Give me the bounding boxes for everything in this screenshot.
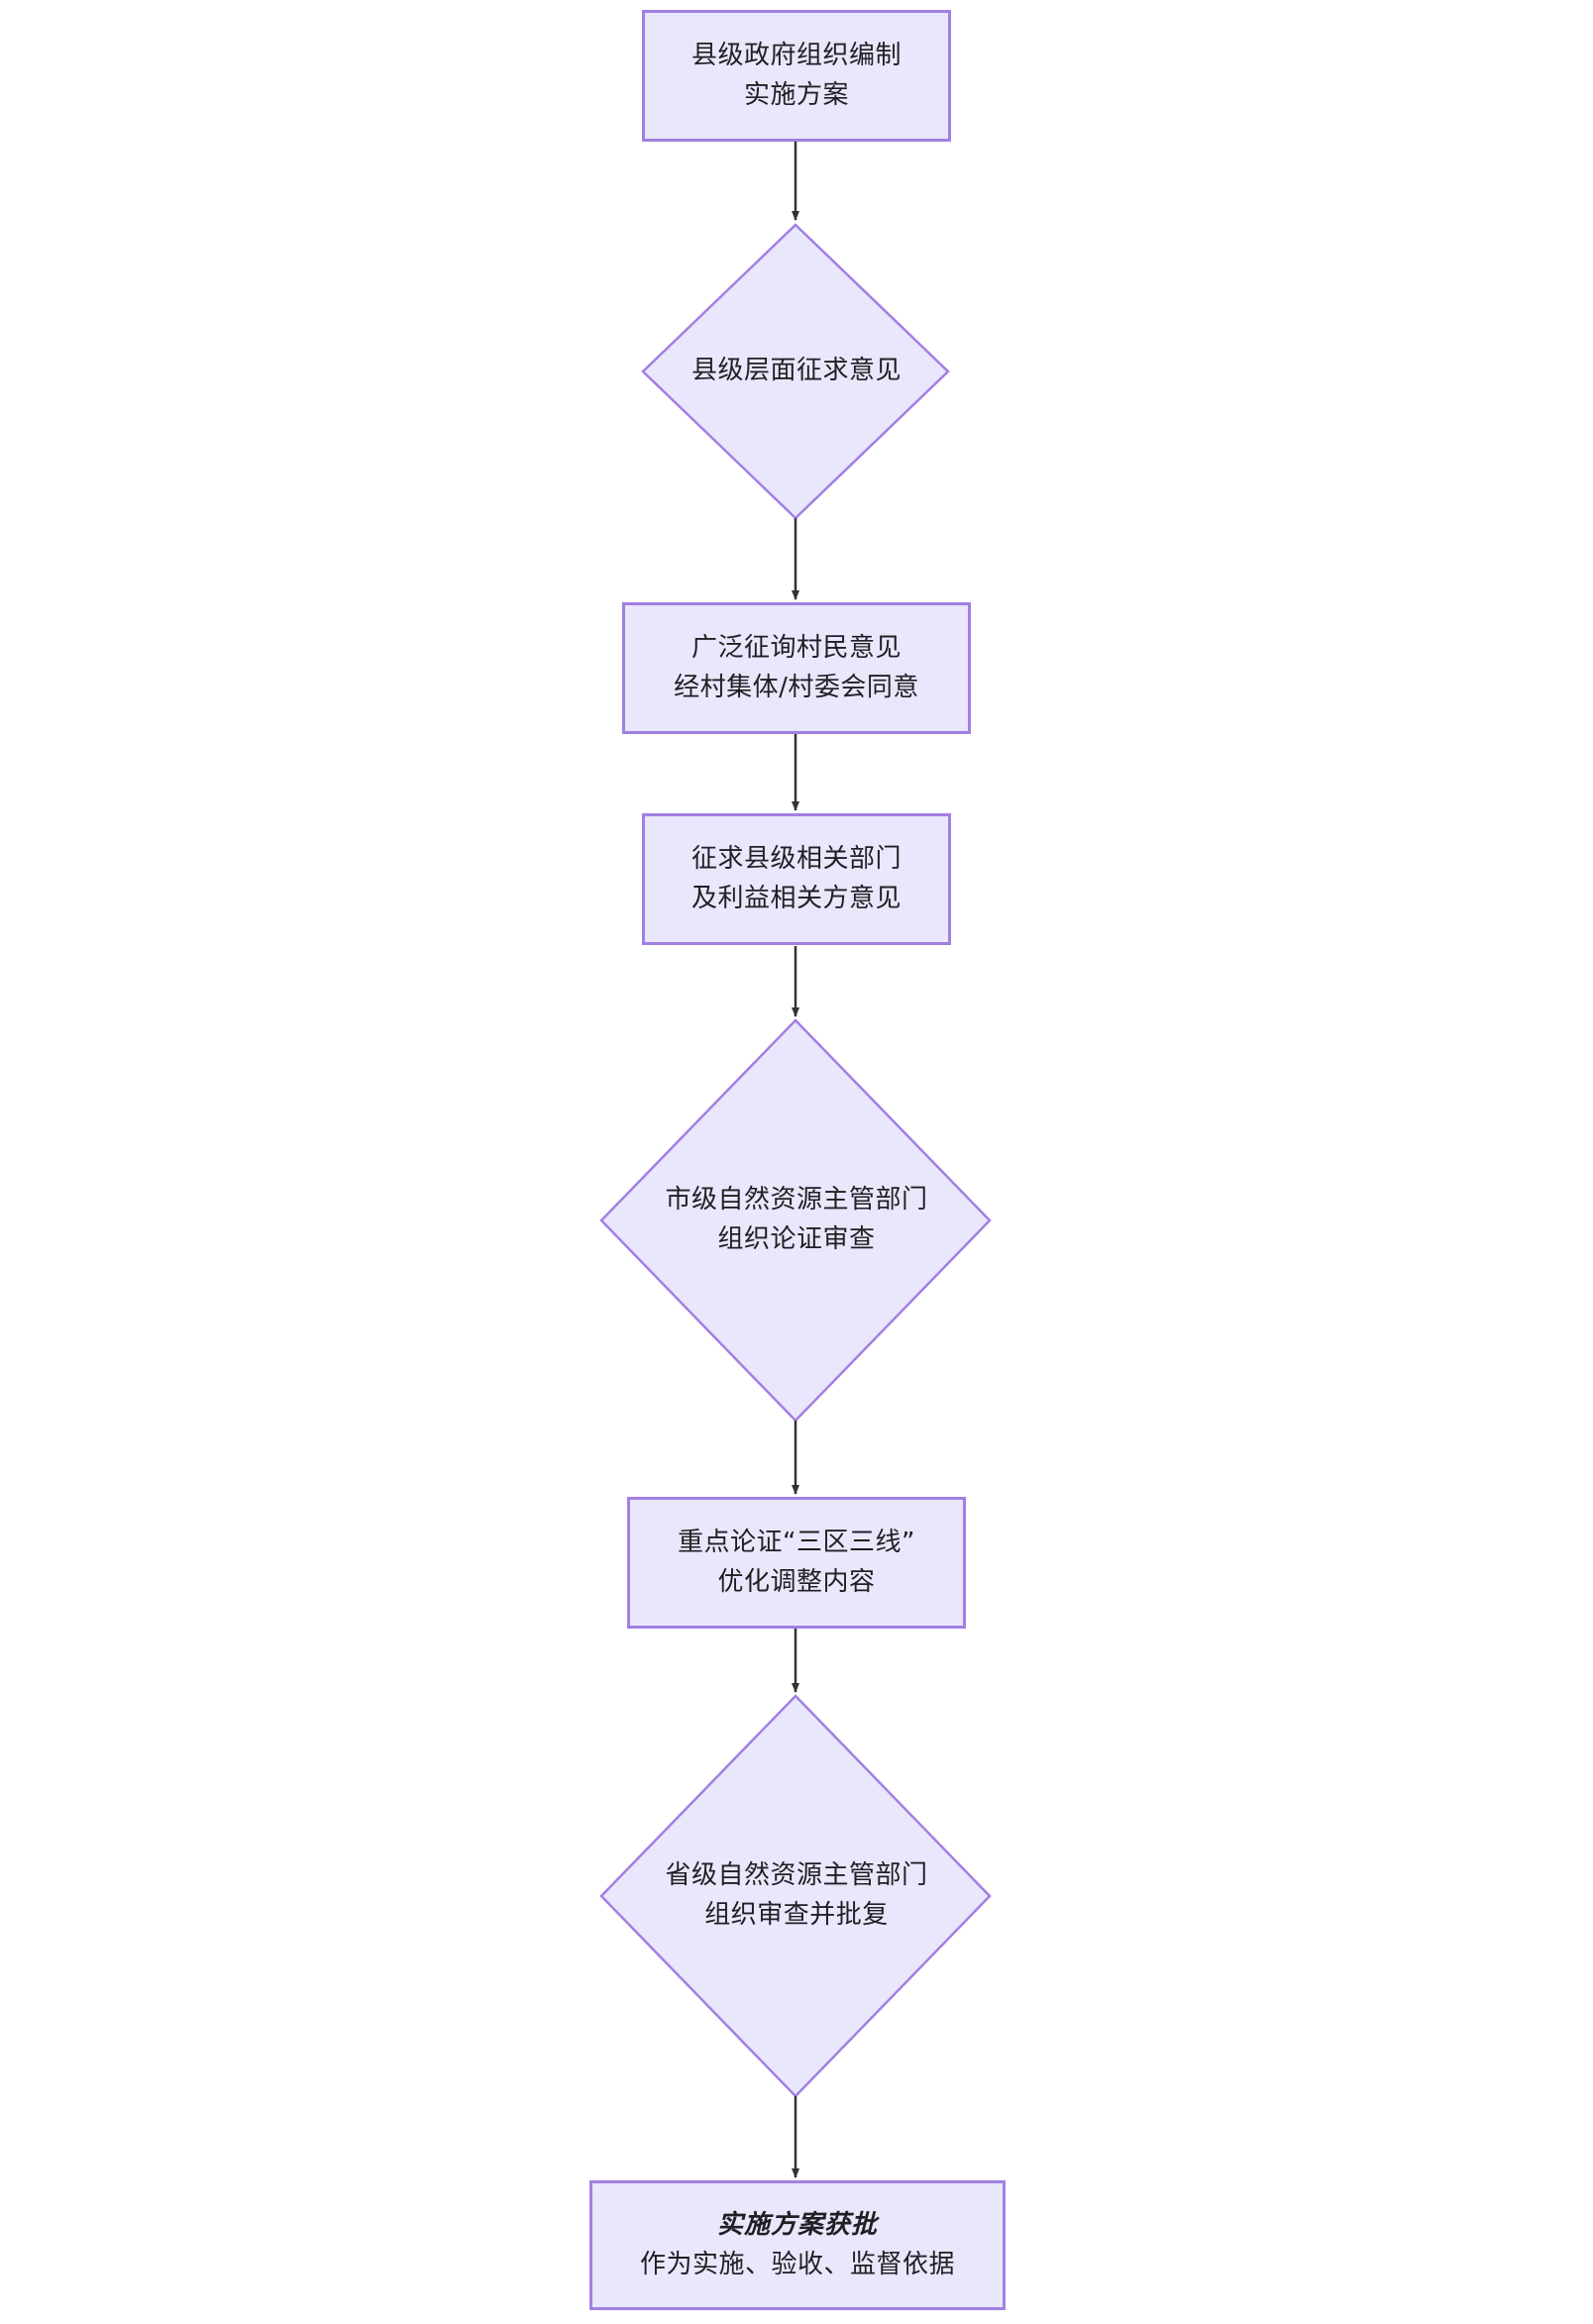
node-label-line: 实施方案 xyxy=(743,79,849,110)
diamond-shape-city-review xyxy=(599,1018,992,1423)
node-plan-approved-result[interactable]: 实施方案获批 作为实施、验收、监督依据 xyxy=(589,2180,1006,2310)
node-label-line: 优化调整内容 xyxy=(717,1566,876,1597)
node-label-line: 及利益相关方意见 xyxy=(690,883,902,913)
node-villager-opinion-consent[interactable]: 广泛征询村民意见 经村集体/村委会同意 xyxy=(622,602,971,734)
node-label-line: 重点论证“三区三线” xyxy=(678,1527,915,1557)
node-label-line-emphasis: 实施方案获批 xyxy=(716,2209,878,2240)
node-label-line: 征求县级相关部门 xyxy=(690,843,902,874)
node-county-departments-stakeholders-opinion[interactable]: 征求县级相关部门 及利益相关方意见 xyxy=(642,813,951,945)
node-label-line: 广泛征询村民意见 xyxy=(690,632,902,663)
node-label-line: 作为实施、验收、监督依据 xyxy=(639,2249,955,2279)
node-label-line: 经村集体/村委会同意 xyxy=(674,672,919,702)
diamond-shape-county-opinion xyxy=(641,223,950,520)
node-three-zones-three-lines-optimization[interactable]: 重点论证“三区三线” 优化调整内容 xyxy=(627,1497,966,1629)
diamond-shape-province-review xyxy=(599,1694,992,2098)
node-county-gov-prepare-plan[interactable]: 县级政府组织编制 实施方案 xyxy=(642,10,951,142)
node-label-line: 县级政府组织编制 xyxy=(690,40,902,70)
